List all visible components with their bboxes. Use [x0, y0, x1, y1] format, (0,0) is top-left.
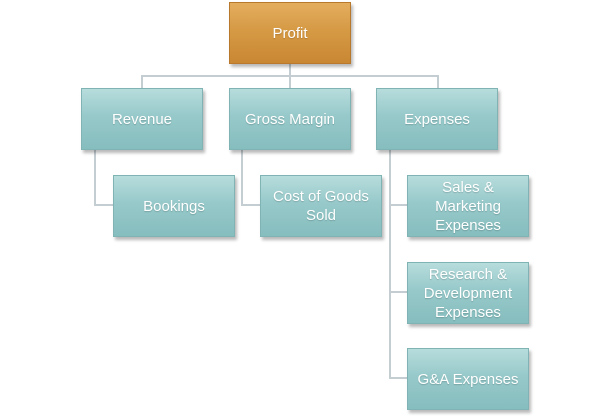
connector-line: [437, 75, 439, 89]
node-profit: Profit: [229, 2, 351, 64]
connector-line: [389, 291, 409, 293]
connector-line: [389, 204, 409, 206]
node-cost-of-goods-sold: Cost of Goods Sold: [260, 175, 382, 237]
node-ga-expenses: G&A Expenses: [407, 348, 529, 410]
node-research-development-expenses: Research & Development Expenses: [407, 262, 529, 324]
node-bookings: Bookings: [113, 175, 235, 237]
connector-line: [141, 75, 143, 89]
connector-line: [241, 149, 243, 205]
connector-line: [94, 204, 114, 206]
node-revenue: Revenue: [81, 88, 203, 150]
node-expenses: Expenses: [376, 88, 498, 150]
node-gross-margin: Gross Margin: [229, 88, 351, 150]
connector-line: [241, 204, 261, 206]
connector-line: [289, 75, 291, 89]
connector-line: [389, 149, 391, 379]
connector-line: [94, 149, 96, 205]
node-sales-marketing-expenses: Sales & Marketing Expenses: [407, 175, 529, 237]
connector-line: [289, 64, 291, 76]
connector-line: [389, 377, 409, 379]
